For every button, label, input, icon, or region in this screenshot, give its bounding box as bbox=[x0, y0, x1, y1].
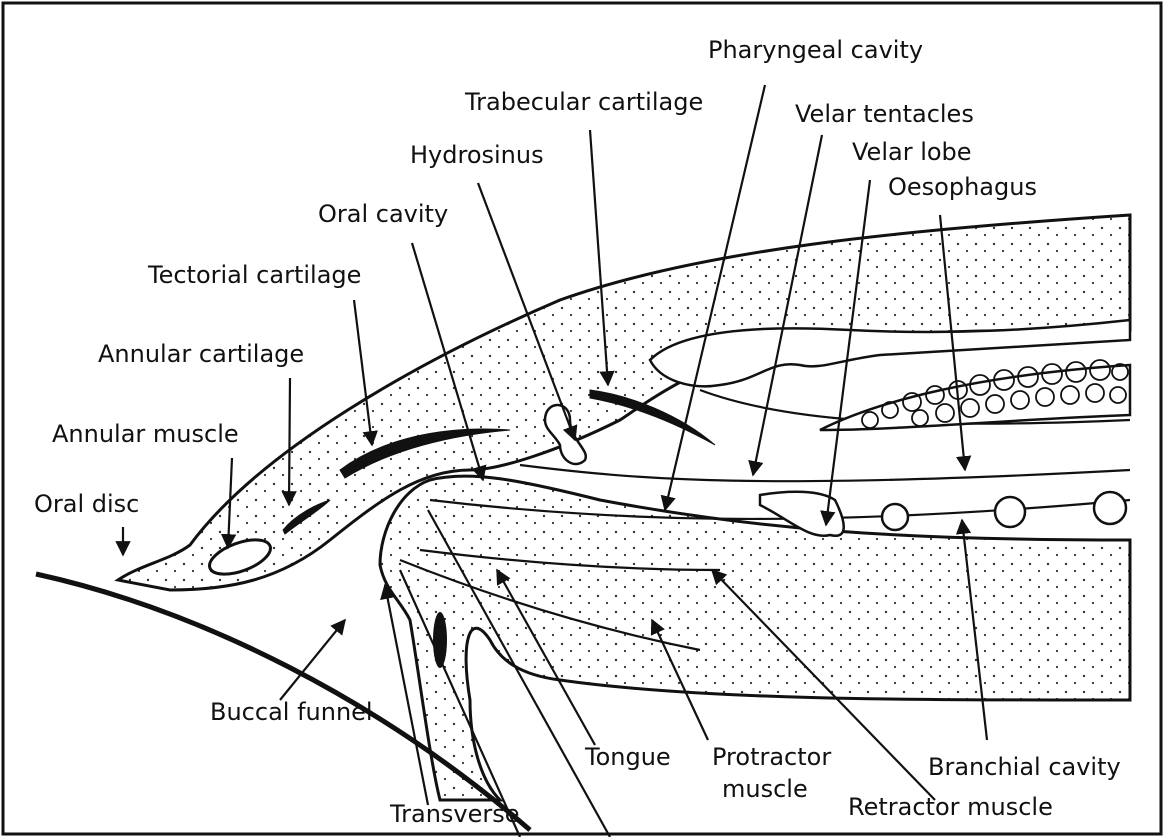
label-retractor-muscle: Retractor muscle bbox=[848, 793, 1053, 821]
label-tongue: Tongue bbox=[584, 743, 671, 771]
pharynx-upper-wall bbox=[520, 465, 1130, 481]
notochord-cells bbox=[820, 365, 1130, 430]
label-annular-cartilage: Annular cartilage bbox=[98, 340, 304, 368]
label-protractor-line1: Protractor bbox=[712, 743, 831, 771]
label-velar-lobe: Velar lobe bbox=[852, 138, 972, 166]
label-oesophagus: Oesophagus bbox=[888, 173, 1037, 201]
label-buccal-funnel: Buccal funnel bbox=[210, 698, 373, 726]
label-tectorial-cartilage: Tectorial cartilage bbox=[147, 261, 361, 289]
label-branchial-cavity: Branchial cavity bbox=[928, 753, 1121, 781]
label-trabecular-cartilage: Trabecular cartilage bbox=[464, 88, 703, 116]
label-oral-disc: Oral disc bbox=[34, 490, 139, 518]
label-hydrosinus: Hydrosinus bbox=[410, 141, 544, 169]
label-pharyngeal-cavity: Pharyngeal cavity bbox=[708, 36, 923, 64]
label-annular-muscle: Annular muscle bbox=[52, 420, 239, 448]
label-velar-tentacles: Velar tentacles bbox=[795, 100, 974, 128]
label-protractor-line2: muscle bbox=[722, 775, 808, 803]
branchial-openings bbox=[882, 492, 1126, 530]
label-oral-cavity: Oral cavity bbox=[318, 200, 448, 228]
label-transverse: Transverse bbox=[389, 800, 520, 828]
